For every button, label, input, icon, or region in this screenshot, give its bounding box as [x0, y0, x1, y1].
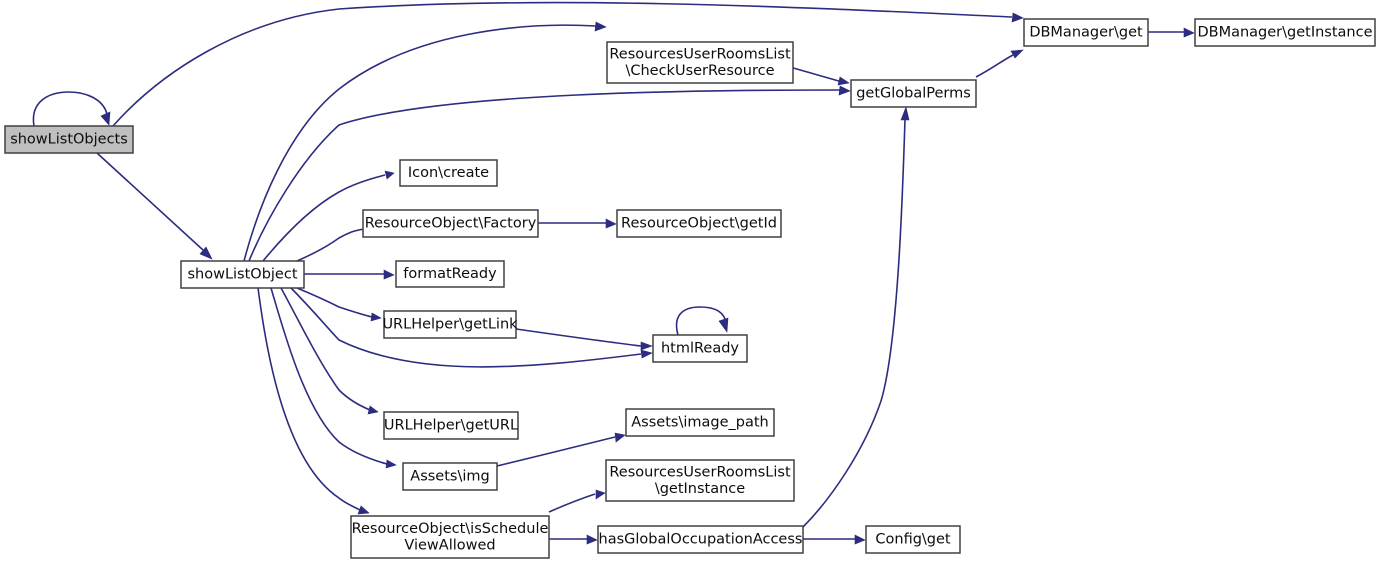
node-getGlobalPerms[interactable]: getGlobalPerms [850, 79, 977, 108]
node-label-URLHelper_getLink: URLHelper\getLink [382, 317, 518, 333]
node-ResourceObject_getId[interactable]: ResourceObject\getId [616, 209, 782, 238]
node-showListObjects[interactable]: showListObjects [4, 125, 134, 154]
edge-Assets-img-to-Assets-image-path [496, 432, 626, 467]
edge-showListObject-to-Icon-create [262, 170, 395, 262]
node-label-URLHelper_getURL: URLHelper\getURL [384, 418, 518, 434]
edge-htmlReady-to-htmlReady [675, 306, 729, 336]
node-box-URLHelper_getLink[interactable] [383, 310, 517, 339]
node-box-showListObjects[interactable] [4, 125, 134, 154]
node-box-Assets_img[interactable] [402, 462, 498, 491]
node-hasGlobalOccupationAccess[interactable]: hasGlobalOccupationAccess [597, 525, 804, 554]
node-box-formatReady[interactable] [395, 260, 505, 288]
edge-showListObjects-to-DBManager-get [112, 1, 1024, 127]
edge-isScheduleViewAllowed-to-getInstance [548, 489, 606, 513]
node-URLHelper_getURL[interactable]: URLHelper\getURL [383, 411, 519, 440]
node-htmlReady[interactable]: htmlReady [652, 334, 748, 363]
nodes-layer: showListObjectsshowListObjectResourcesUs… [4, 18, 1376, 559]
node-label-htmlReady: htmlReady [661, 341, 739, 357]
edge-showListObject-to-URLHelper-getLink [296, 287, 382, 322]
node-label-ResourcesUserRoomsList_CheckUserResource: ResourcesUserRoomsList\CheckUserResource [609, 46, 791, 79]
edge-isScheduleViewAllowed-to-hasGlobalOccupationAccess [549, 534, 598, 545]
node-label-ResourcesUserRoomsList_getInstance: ResourcesUserRoomsList\getInstance [609, 464, 791, 497]
edge-showListObject-to-htmlReady [290, 287, 653, 368]
node-label-DBManager_get: DBManager\get [1029, 25, 1143, 41]
edge-CheckUserResource-to-getGlobalPerms [792, 67, 850, 86]
node-ResourcesUserRoomsList_CheckUserResource[interactable]: ResourcesUserRoomsList\CheckUserResource [606, 41, 794, 84]
node-box-ResourceObject_Factory[interactable] [362, 209, 539, 238]
node-label-ResourceObject_getId: ResourceObject\getId [621, 216, 777, 232]
node-box-ResourcesUserRoomsList_getInstance[interactable] [605, 459, 795, 502]
edge-showListObject-to-formatReady [304, 269, 395, 280]
node-ResourceObject_Factory[interactable]: ResourceObject\Factory [362, 209, 539, 238]
node-label-ResourceObject_Factory: ResourceObject\Factory [365, 216, 537, 232]
node-box-DBManager_get[interactable] [1023, 18, 1149, 47]
node-box-Assets_image_path[interactable] [625, 408, 775, 437]
node-label-showListObject: showListObject [187, 267, 297, 283]
node-box-URLHelper_getURL[interactable] [383, 411, 519, 440]
node-Config_get[interactable]: Config\get [865, 525, 961, 554]
node-box-Config_get[interactable] [865, 525, 961, 554]
edge-ResourceObject-Factory-to-getId [538, 218, 617, 229]
node-label-showListObjects: showListObjects [10, 132, 128, 148]
node-Icon_create[interactable]: Icon\create [399, 159, 498, 187]
edge-showListObject-to-getGlobalPerms [248, 85, 851, 262]
node-label-formatReady: formatReady [403, 266, 497, 282]
edge-showListObjects-to-showListObject [96, 152, 213, 260]
node-box-ResourceObject_getId[interactable] [616, 209, 782, 238]
edge-showListObjects-to-showListObjects [32, 91, 111, 127]
node-box-hasGlobalOccupationAccess[interactable] [597, 525, 804, 554]
node-box-htmlReady[interactable] [652, 334, 748, 363]
node-URLHelper_getLink[interactable]: URLHelper\getLink [382, 310, 518, 339]
edge-showListObject-to-isScheduleViewAllowed [257, 287, 370, 515]
edge-URLHelper-getLink-to-htmlReady [515, 328, 653, 351]
edge-showListObject-to-URLHelper-getURL [280, 287, 379, 415]
node-label-getGlobalPerms: getGlobalPerms [856, 86, 971, 102]
node-box-getGlobalPerms[interactable] [850, 79, 977, 108]
node-Assets_img[interactable]: Assets\img [402, 462, 498, 491]
node-formatReady[interactable]: formatReady [395, 260, 505, 288]
node-label-Config_get: Config\get [875, 532, 951, 548]
node-label-Assets_img: Assets\img [410, 469, 489, 485]
node-box-showListObject[interactable] [180, 260, 305, 289]
node-box-DBManager_getInstance[interactable] [1194, 18, 1376, 47]
node-label-Assets_image_path: Assets\image_path [631, 415, 768, 431]
node-box-ResourcesUserRoomsList_CheckUserResource[interactable] [606, 41, 794, 84]
node-DBManager_get[interactable]: DBManager\get [1023, 18, 1149, 47]
node-ResourcesUserRoomsList_getInstance[interactable]: ResourcesUserRoomsList\getInstance [605, 459, 795, 502]
edge-getGlobalPerms-to-DBManager-get [975, 49, 1024, 78]
edge-hasGlobalOccupationAccess-to-getGlobalPerms [802, 105, 910, 528]
node-label-DBManager_getInstance: DBManager\getInstance [1197, 25, 1372, 41]
edge-DBManager-get-to-DBManager-getInstance [1148, 27, 1195, 38]
node-label-hasGlobalOccupationAccess: hasGlobalOccupationAccess [599, 532, 803, 548]
node-DBManager_getInstance[interactable]: DBManager\getInstance [1194, 18, 1376, 47]
node-box-Icon_create[interactable] [399, 159, 498, 187]
node-showListObject[interactable]: showListObject [180, 260, 305, 289]
edge-showListObject-to-Assets-img [270, 287, 397, 469]
node-Assets_image_path[interactable]: Assets\image_path [625, 408, 775, 437]
node-box-ResourceObject_isScheduleViewAllowed[interactable] [350, 515, 550, 559]
edge-hasGlobalOccupationAccess-to-Config-get [803, 534, 866, 545]
edge-showListObject-to-CheckUserResource [243, 21, 607, 262]
node-label-Icon_create: Icon\create [408, 165, 489, 181]
edges-layer [32, 1, 1195, 545]
